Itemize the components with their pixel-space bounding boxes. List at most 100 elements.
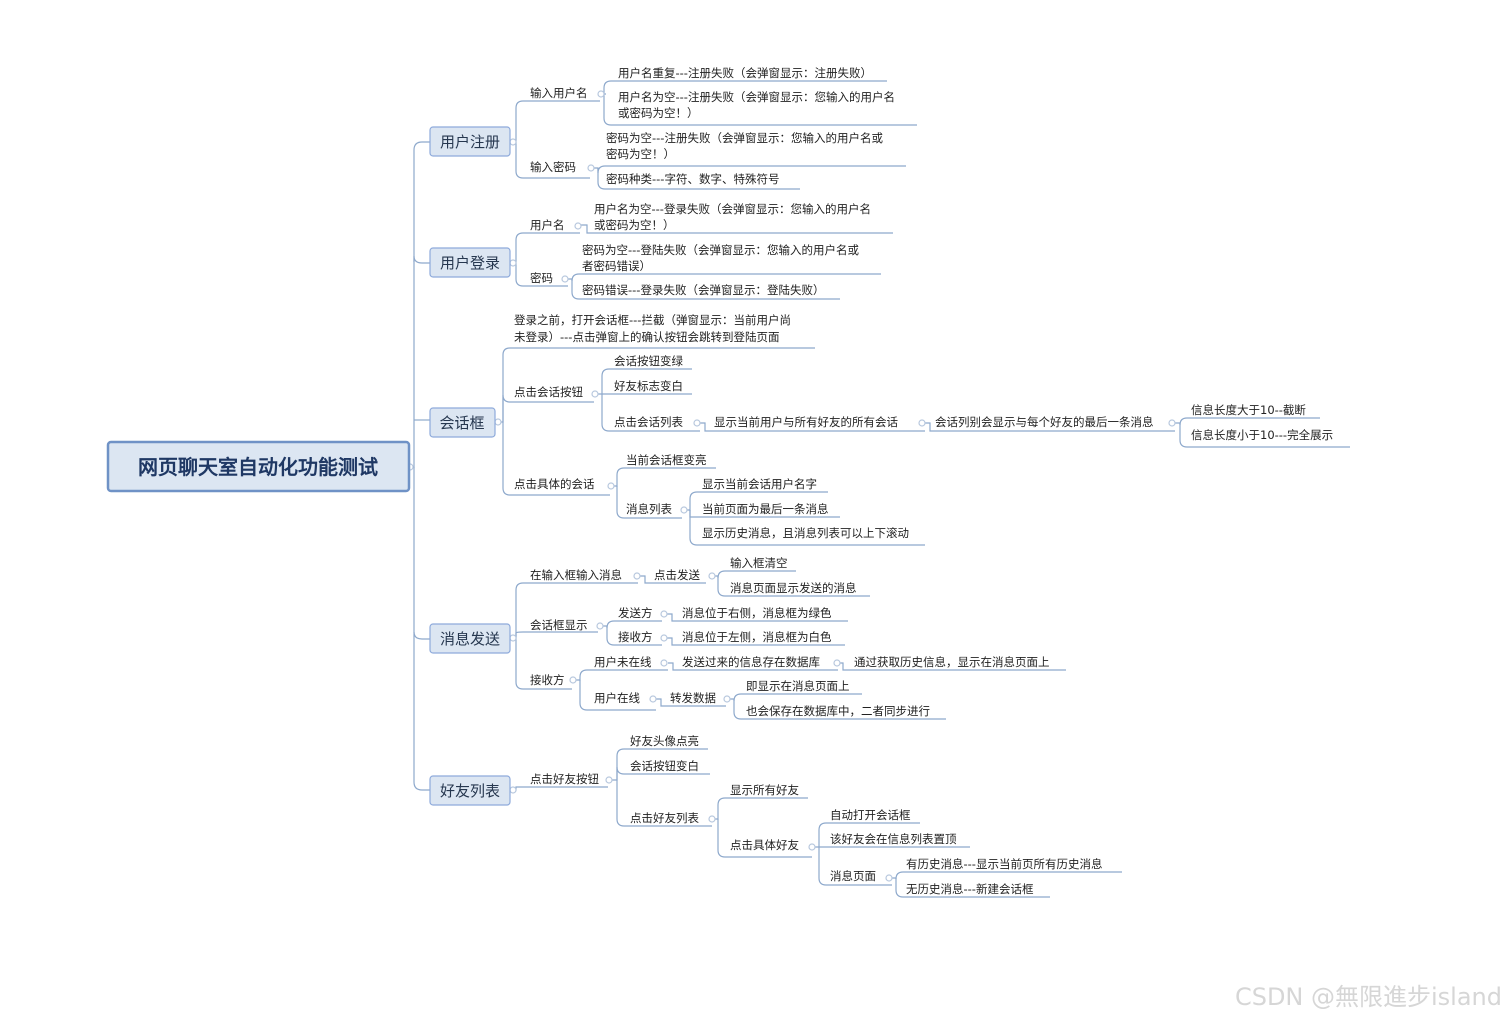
topic-label[interactable]: 会话按钮变绿 (614, 354, 683, 368)
topic-label[interactable]: 密码 (530, 271, 553, 285)
topic-label[interactable]: 密码错误---登录失败（会弹窗显示：登陆失败） (582, 283, 824, 297)
collapse-dot[interactable] (633, 572, 641, 580)
topic-label[interactable]: 显示当前会话用户名字 (702, 477, 817, 491)
topic-label[interactable]: 消息页面显示发送的消息 (730, 581, 857, 595)
root-title: 网页聊天室自动化功能测试 (138, 455, 378, 479)
topic-label[interactable]: 在输入框输入消息 (530, 568, 622, 582)
topic-label[interactable]: 消息列表 (626, 502, 672, 516)
topic-label[interactable]: 无历史消息---新建会话框 (906, 882, 1034, 896)
topic-label[interactable]: 用户名为空---登录失败（会弹窗显示：您输入的用户名 (594, 202, 871, 216)
topic-label[interactable]: 转发数据 (670, 691, 716, 705)
collapse-dot[interactable] (660, 634, 668, 642)
collapse-dot[interactable] (509, 634, 517, 642)
topic-label: 者密码错误） (582, 259, 651, 273)
branch-label: 会话框 (439, 414, 484, 432)
collapse-dot[interactable] (808, 843, 816, 851)
collapse-dot[interactable] (660, 610, 668, 618)
topic-label[interactable]: 好友标志变白 (614, 379, 683, 393)
topic-label[interactable]: 登录之前，打开会话框---拦截（弹窗显示：当前用户尚 (514, 313, 791, 327)
topic-label[interactable]: 也会保存在数据库中，二者同步进行 (746, 704, 930, 718)
root-node[interactable]: 网页聊天室自动化功能测试 (106, 440, 411, 493)
topic-label[interactable]: 点击发送 (654, 568, 700, 582)
topic-label[interactable]: 输入用户名 (530, 86, 588, 100)
collapse-dot[interactable] (574, 222, 582, 230)
collapse-dot[interactable] (723, 695, 731, 703)
collapse-dot[interactable] (833, 659, 841, 667)
topic-label[interactable]: 点击好友列表 (630, 811, 699, 825)
topic-label[interactable]: 用户在线 (594, 691, 640, 705)
collapse-dot[interactable] (708, 572, 716, 580)
topic-label[interactable]: 输入框清空 (730, 556, 788, 570)
topic-label[interactable]: 自动打开会话框 (830, 808, 911, 822)
collapse-dot[interactable] (509, 259, 517, 267)
topic-label[interactable]: 会话框显示 (530, 618, 588, 632)
topic-label: 密码为空！） (606, 147, 675, 161)
topic-label[interactable]: 发送过来的信息存在数据库 (682, 655, 820, 669)
topic-label[interactable]: 密码为空---登陆失败（会弹窗显示：您输入的用户名或 (582, 243, 859, 257)
collapse-dot[interactable] (607, 482, 615, 490)
collapse-dot[interactable] (587, 164, 595, 172)
branch-chat[interactable]: 会话框 (429, 407, 496, 438)
topic-label[interactable]: 点击会话列表 (614, 415, 683, 429)
collapse-dot[interactable] (708, 815, 716, 823)
collapse-dot[interactable] (649, 695, 657, 703)
topic-label[interactable]: 用户名重复---注册失败（会弹窗显示：注册失败） (618, 66, 872, 80)
topic-label[interactable]: 消息页面 (830, 869, 876, 883)
topic-label[interactable]: 会话列别会显示与每个好友的最后一条消息 (935, 415, 1154, 429)
collapse-dot[interactable] (1168, 419, 1176, 427)
topic-label[interactable]: 消息位于右侧，消息框为绿色 (682, 606, 832, 620)
topic-label[interactable]: 发送方 (618, 606, 653, 620)
topic-label[interactable]: 输入密码 (530, 160, 576, 174)
topic-label[interactable]: 好友头像点亮 (630, 734, 699, 748)
branch-reg[interactable]: 用户注册 (429, 126, 511, 157)
topic-label[interactable]: 密码为空---注册失败（会弹窗显示：您输入的用户名或 (606, 131, 883, 145)
collapse-dot[interactable] (660, 659, 668, 667)
collapse-dot[interactable] (597, 90, 605, 98)
topic-label[interactable]: 用户名 (530, 218, 565, 232)
topic-label[interactable]: 点击具体好友 (730, 838, 799, 852)
topic-label: 或密码为空！） (594, 218, 675, 232)
collapse-dot[interactable] (596, 622, 604, 630)
topic-label[interactable]: 用户名为空---注册失败（会弹窗显示：您输入的用户名 (618, 90, 895, 104)
branch-label: 好友列表 (440, 782, 500, 800)
topic-label[interactable]: 会话按钮变白 (630, 759, 699, 773)
topic-label[interactable]: 用户未在线 (594, 655, 652, 669)
collapse-dot[interactable] (605, 776, 613, 784)
collapse-dot[interactable] (680, 506, 688, 514)
collapse-dot[interactable] (918, 419, 926, 427)
topic-label[interactable]: 消息位于左侧，消息框为白色 (682, 630, 832, 644)
collapse-dot[interactable] (561, 275, 569, 283)
topic-label[interactable]: 点击会话按钮 (514, 385, 583, 399)
connector-lines (410, 80, 1350, 898)
topic-label[interactable]: 显示当前用户与所有好友的所有会话 (714, 415, 898, 429)
topic-label[interactable]: 信息长度大于10--截断 (1191, 403, 1306, 417)
topic-label[interactable]: 接收方 (618, 630, 653, 644)
branch-friends[interactable]: 好友列表 (429, 775, 511, 806)
topic-label[interactable]: 即显示在消息页面上 (746, 679, 850, 693)
collapse-dot[interactable] (509, 138, 517, 146)
branch-label: 用户注册 (440, 133, 500, 151)
collapse-dot[interactable] (509, 786, 517, 794)
topic-label[interactable]: 点击好友按钮 (530, 772, 599, 786)
topic-label: 未登录）---点击弹窗上的确认按钮会跳转到登陆页面 (514, 330, 779, 344)
topic-label: 或密码为空！） (618, 106, 699, 120)
topic-label[interactable]: 显示历史消息，且消息列表可以上下滚动 (702, 526, 909, 540)
collapse-dot[interactable] (693, 419, 701, 427)
collapse-dot[interactable] (494, 418, 502, 426)
collapse-dot[interactable] (885, 874, 893, 882)
collapse-dot[interactable] (569, 676, 577, 684)
topic-label[interactable]: 信息长度小于10---完全展示 (1191, 428, 1333, 442)
collapse-dot[interactable] (591, 390, 599, 398)
topic-label[interactable]: 当前页面为最后一条消息 (702, 502, 829, 516)
topic-label[interactable]: 密码种类---字符、数字、特殊符号 (606, 172, 779, 186)
topic-label[interactable]: 当前会话框变亮 (626, 453, 707, 467)
topic-label[interactable]: 该好友会在信息列表置顶 (830, 832, 957, 846)
branch-send[interactable]: 消息发送 (429, 623, 511, 654)
topic-label[interactable]: 接收方 (530, 673, 565, 687)
topic-label[interactable]: 点击具体的会话 (514, 477, 595, 491)
topic-label[interactable]: 通过获取历史信息，显示在消息页面上 (854, 655, 1050, 669)
topic-label[interactable]: 显示所有好友 (730, 783, 799, 797)
topic-label[interactable]: 有历史消息---显示当前页所有历史消息 (906, 857, 1102, 871)
branch-login[interactable]: 用户登录 (429, 247, 511, 278)
